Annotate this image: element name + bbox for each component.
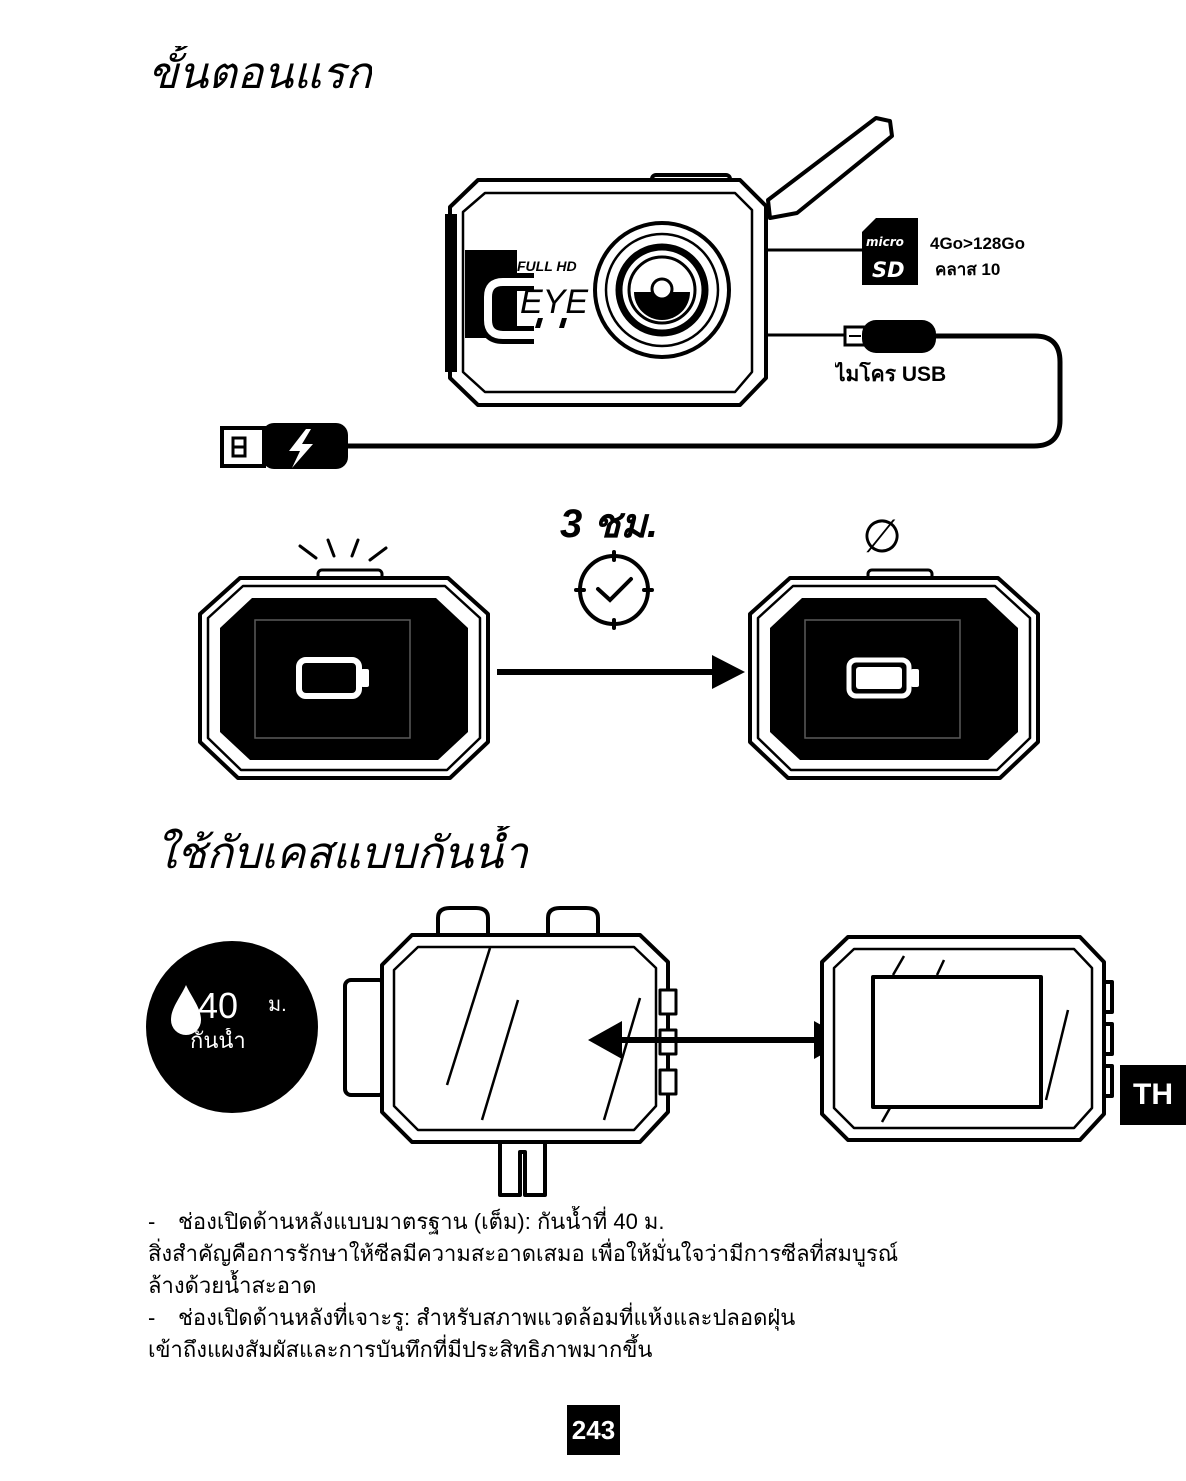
heading-first-steps: ขั้นตอนแรก (148, 48, 372, 99)
camera-front-illustration: FULL HD EYE (445, 116, 894, 407)
sd-card-door-flap (766, 116, 894, 220)
case-body (380, 933, 670, 1144)
case-mount (498, 1133, 547, 1197)
note-line: สิ่งสำคัญคือการรักษาให้ซีลมีความสะอาดเสม… (148, 1238, 1168, 1270)
case-back-inner (832, 947, 1094, 1130)
camera-back-panel (220, 598, 468, 760)
logo-eye: EYE (520, 283, 588, 321)
camera-back-bumper (206, 584, 482, 772)
battery-full-icon (846, 657, 919, 699)
camera-front-bevel (461, 191, 754, 394)
camera-lens (593, 221, 731, 359)
sd-class: คลาส 10 (935, 260, 1001, 279)
blinking-rays-icon (298, 538, 388, 562)
screen (254, 619, 411, 739)
waterproof-badge (146, 941, 318, 1113)
case-back-reflection-lines (880, 955, 1070, 1123)
note-line: -ช่องเปิดด้านหลังแบบมาตรฐาน (เต็ม): กันน… (148, 1206, 1168, 1238)
waterproof-case-back (820, 935, 1114, 1142)
case-button-left (436, 906, 490, 942)
sd-brand-bottom: SD (872, 258, 905, 282)
page-number: 243 (567, 1405, 620, 1455)
badge-unit: ม. (268, 994, 287, 1016)
case-back-window (871, 975, 1043, 1109)
usb-cable (345, 333, 1063, 449)
arrow-right-icon (497, 655, 745, 689)
micro-usb-connector-icon (843, 320, 936, 353)
side-grip (445, 214, 457, 372)
badge-depth: 40 (198, 986, 239, 1026)
language-tab: TH (1120, 1065, 1186, 1125)
note-text: สิ่งสำคัญคือการรักษาให้ซีลมีความสะอาดเสม… (148, 1241, 899, 1266)
heading-waterproof-case: ใช้กับเคสแบบกันน้ำ (155, 828, 528, 879)
camera-back-charged (748, 568, 1040, 780)
badge-label: กันน้ำ (190, 1028, 246, 1053)
camera-back-bumper (756, 584, 1032, 772)
case-latch (343, 978, 387, 1097)
screen (804, 619, 961, 739)
note-bullet: - (148, 1305, 156, 1330)
waterproof-case-front (343, 906, 678, 1197)
note-text: ช่องเปิดด้านหลังแบบมาตรฐาน (เต็ม): กันน้… (178, 1209, 665, 1234)
clock-icon (574, 550, 654, 630)
battery-empty-icon (296, 657, 369, 699)
note-text: ล้างด้วยน้ำสะอาด (148, 1273, 317, 1298)
case-back-body (820, 935, 1106, 1142)
note-line: เข้าถึงแผงสัมผัสและการบันทึกที่มีประสิทธ… (148, 1334, 1168, 1366)
water-drop-icon (171, 985, 201, 1035)
microsd-card-icon: micro SD (862, 218, 918, 285)
note-line: ล้างด้วยน้ำสะอาด (148, 1270, 1168, 1302)
note-text: เข้าถึงแผงสัมผัสและการบันทึกที่มีประสิทธ… (148, 1337, 653, 1362)
sd-brand-top: micro (866, 235, 904, 249)
camera-logo: FULL HD EYE (465, 250, 588, 344)
charge-duration: 3 ชม. (560, 502, 658, 546)
lightning-icon (289, 429, 313, 468)
note-line: -ช่องเปิดด้านหลังที่เจาะรู: สำหรับสภาพแว… (148, 1302, 1168, 1334)
note-bullet: - (148, 1209, 156, 1234)
note-text: ช่องเปิดด้านหลังที่เจาะรู: สำหรับสภาพแวด… (178, 1305, 796, 1330)
micro-usb-label: ไมโคร USB (835, 363, 947, 386)
sd-capacity: 4Go>128Go (930, 234, 1025, 253)
charge-complete-symbol: ∅ (862, 510, 903, 562)
logo-full-hd: FULL HD (517, 258, 577, 274)
case-button-right (546, 906, 600, 942)
case-body-inner (392, 945, 658, 1132)
camera-back-charging (198, 568, 490, 780)
usb-plug-icon (220, 423, 348, 469)
